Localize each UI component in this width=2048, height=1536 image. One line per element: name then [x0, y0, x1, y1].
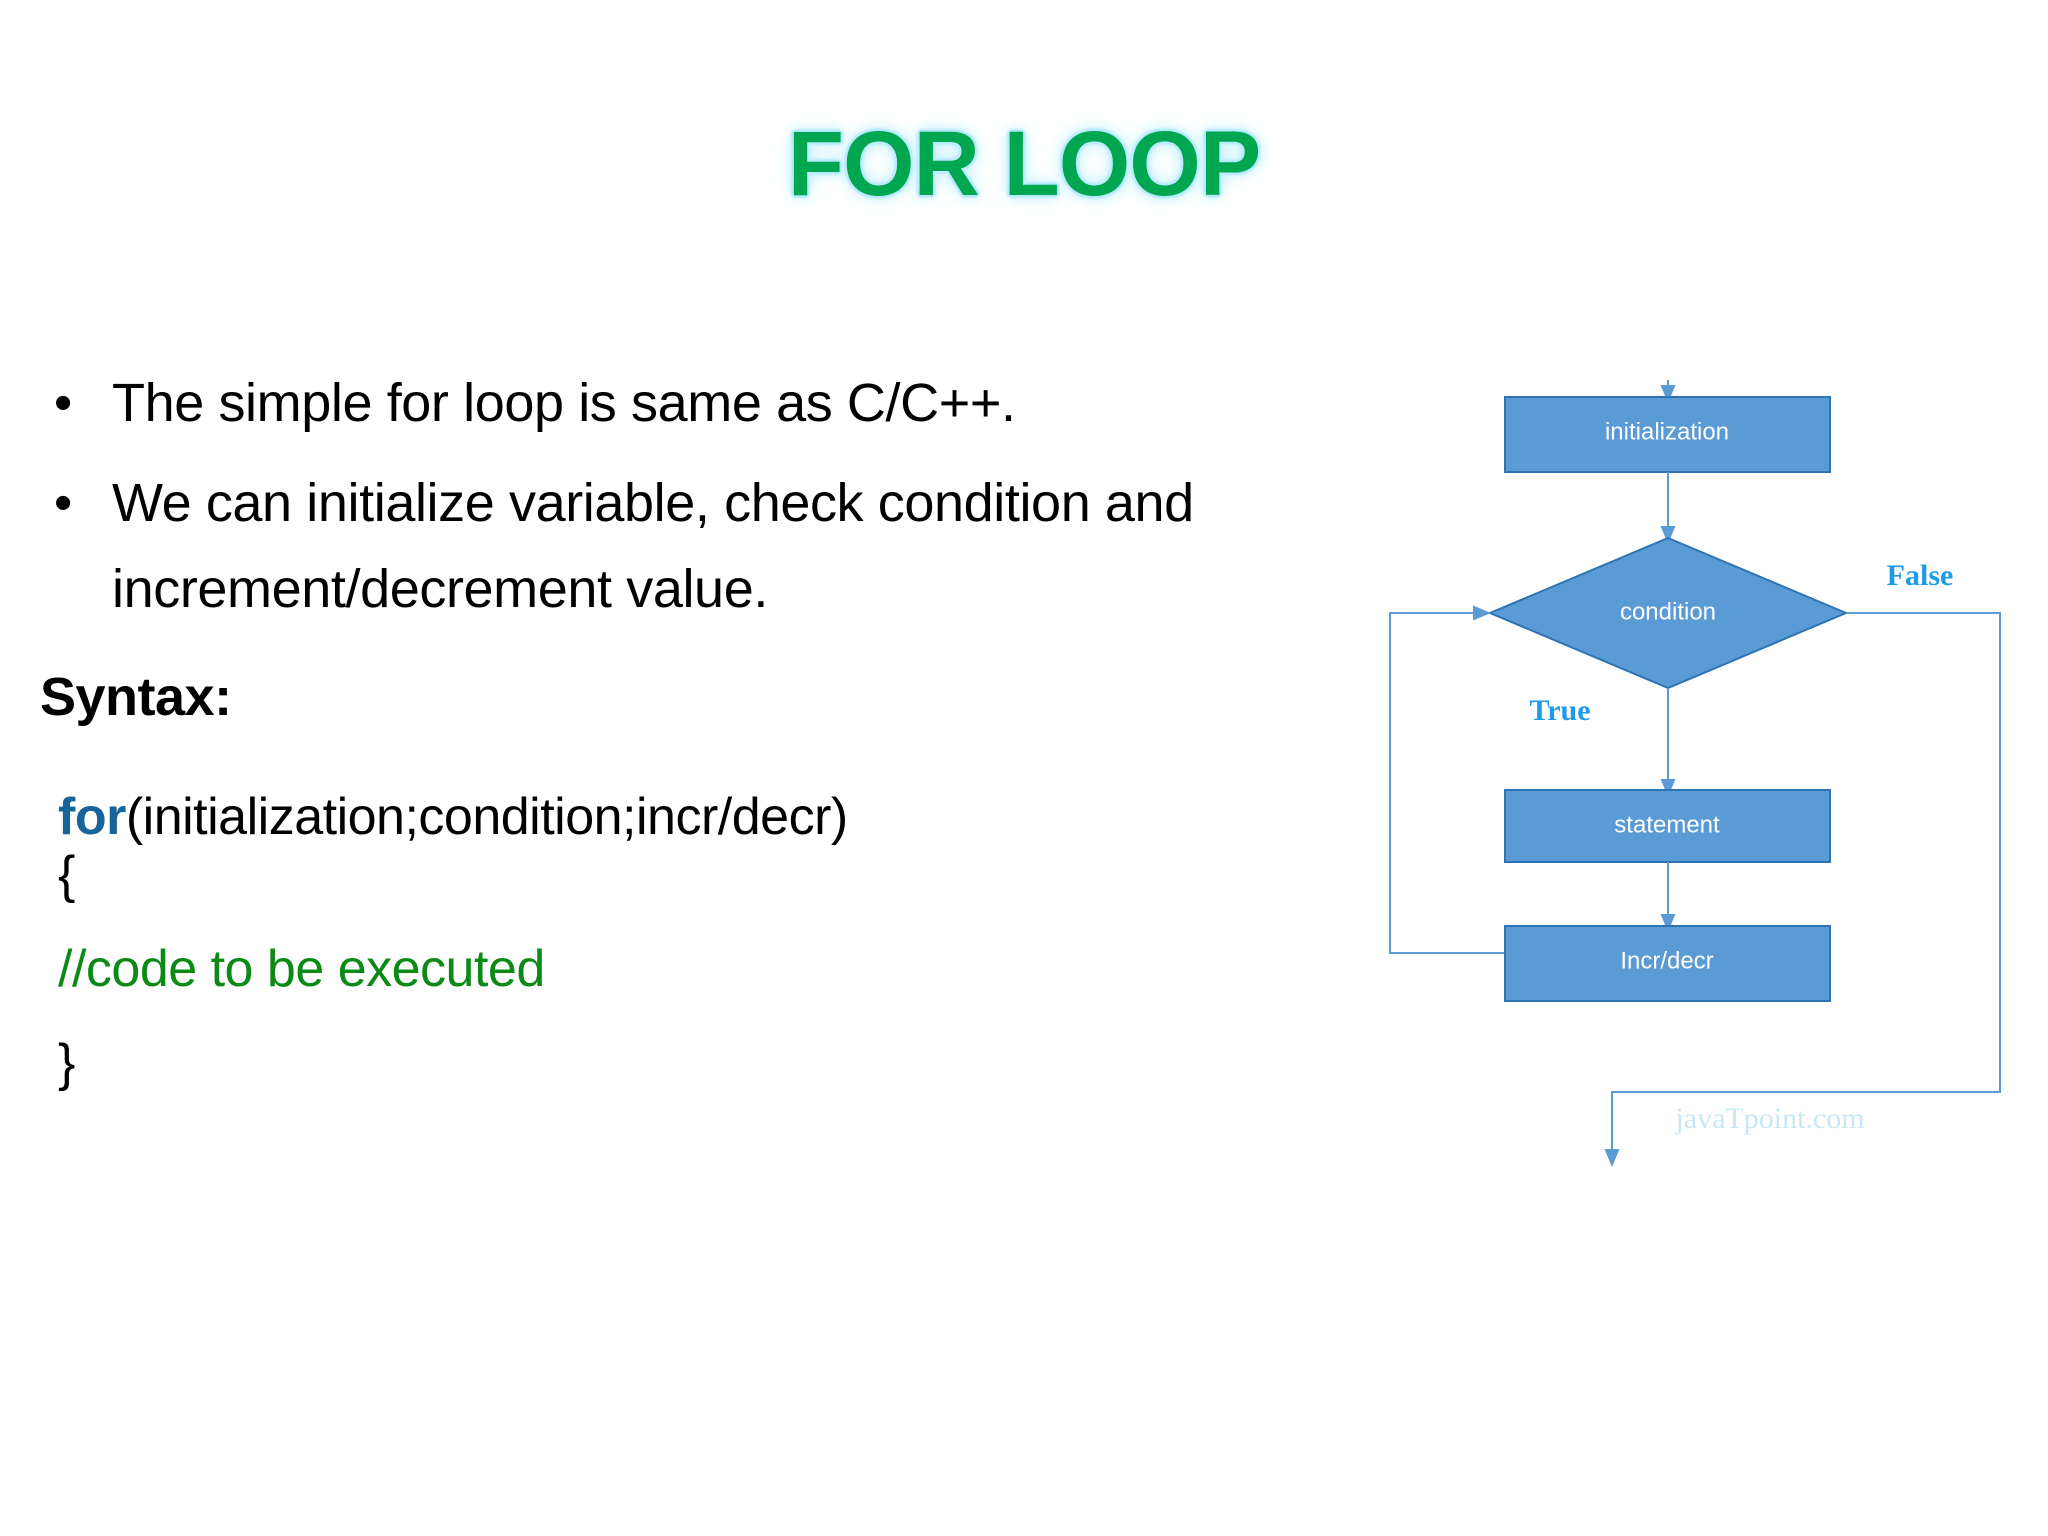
bullet-marker-icon: • [54, 374, 73, 432]
flow-node-incr-decr: Incr/decr [1504, 925, 1831, 1002]
flow-node-initialization: initialization [1504, 396, 1831, 473]
flow-node-condition-label: condition [1620, 598, 1716, 625]
page-title: FOR LOOP [787, 113, 1261, 215]
syntax-code-block: for(initialization;condition;incr/decr) … [58, 788, 1400, 1092]
content-column: • The simple for loop is same as C/C++. … [40, 360, 1400, 1092]
list-item: • The simple for loop is same as C/C++. [40, 360, 1400, 446]
connector-false-branch [1604, 612, 2001, 1167]
connector-loopback-to-condition [1389, 605, 1505, 954]
code-for-signature: (initialization;condition;incr/decr) [125, 788, 848, 846]
flow-node-condition: condition [1487, 536, 1849, 690]
flow-node-incr-decr-label: Incr/decr [1620, 947, 1713, 974]
bullet-text-1: The simple for loop is same as C/C++. [112, 373, 1016, 433]
for-loop-flowchart-diagram: initialization condition False True [1380, 380, 2048, 1536]
list-item: • We can initialize variable, check cond… [40, 460, 1400, 632]
bullet-text-2: We can initialize variable, check condit… [112, 473, 1194, 619]
flow-node-statement-label: statement [1614, 811, 1720, 838]
true-label: True [1529, 694, 1590, 727]
code-line-for-signature: for(initialization;condition;incr/decr) [58, 788, 1400, 846]
code-line-open-brace: { [58, 846, 75, 904]
code-line-comment: //code to be executed [58, 940, 545, 998]
syntax-heading: Syntax: [40, 667, 232, 727]
bullet-marker-icon: • [54, 474, 73, 532]
flow-node-initialization-label: initialization [1605, 418, 1729, 445]
false-label: False [1887, 559, 1954, 592]
flow-node-statement: statement [1504, 789, 1831, 863]
code-line-close-brace: } [58, 1034, 75, 1092]
code-keyword-for: for [58, 788, 126, 846]
javatpoint-watermark: javaTpoint.com [1674, 1102, 1864, 1135]
